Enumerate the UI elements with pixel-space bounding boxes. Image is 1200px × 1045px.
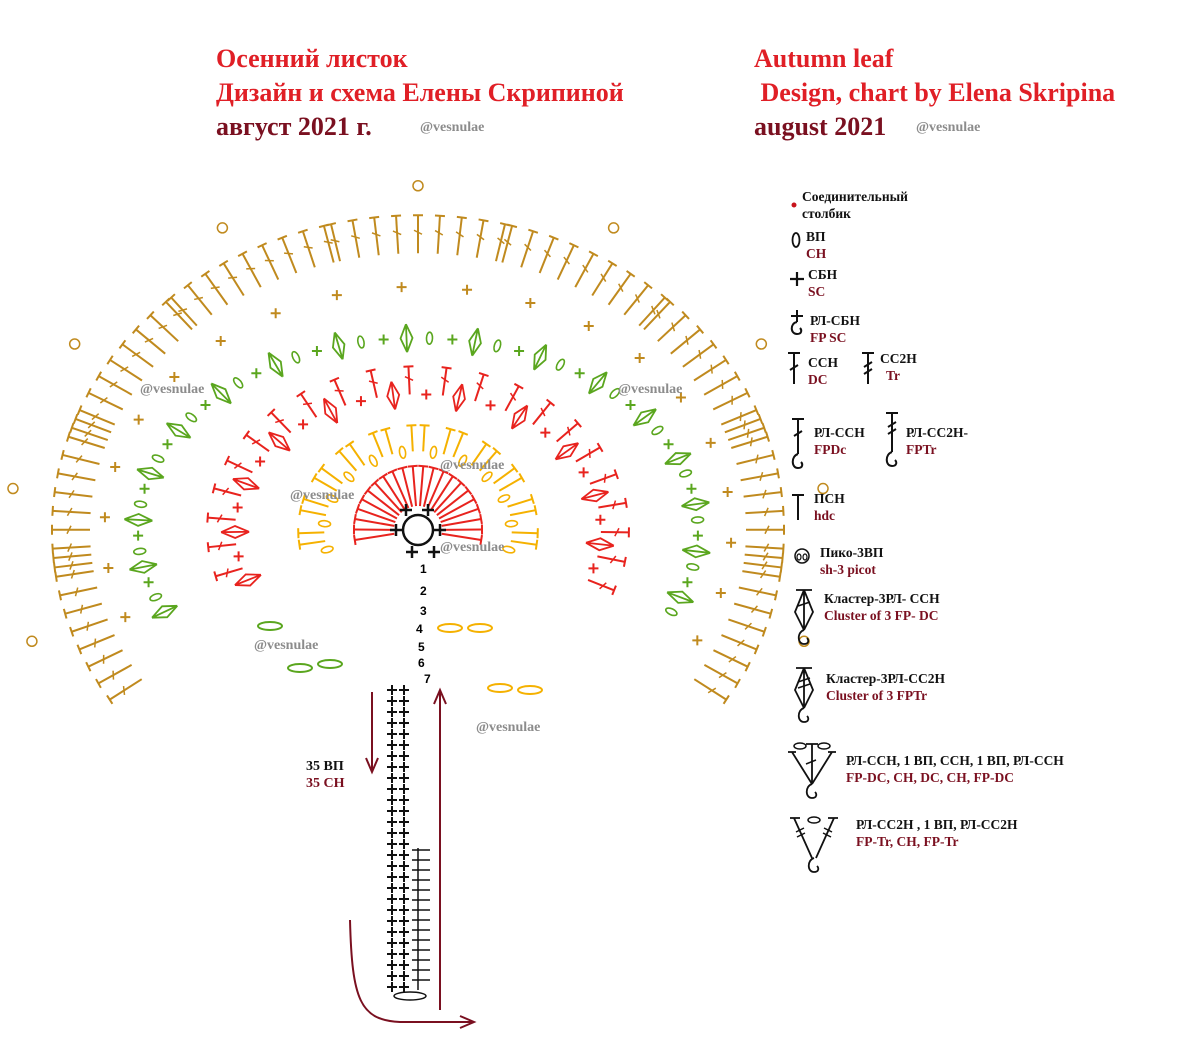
subtitle-en: Design, chart by Elena Skripina bbox=[754, 78, 1116, 107]
watermark: @vesnulae bbox=[618, 382, 683, 397]
row-number: 1 bbox=[420, 562, 427, 576]
title-ru: Осенний листок bbox=[216, 44, 408, 73]
shell-icon bbox=[786, 736, 842, 807]
row-ochre-group bbox=[7, 180, 829, 705]
cluster-dc-icon bbox=[790, 586, 818, 655]
cluster-tr-icon bbox=[790, 664, 818, 735]
magic-ring-icon bbox=[401, 513, 435, 547]
watermark: @vesnulae bbox=[140, 382, 205, 397]
row-number: 2 bbox=[420, 584, 427, 598]
legend-fp-tr: РЛ-СС2Н-FPTr bbox=[906, 425, 969, 457]
row-number: 6 bbox=[418, 656, 425, 670]
stem-stitches bbox=[387, 685, 430, 1001]
plus-icon bbox=[788, 270, 806, 293]
dc-icon bbox=[786, 350, 804, 391]
watermark: @vesnulae bbox=[440, 458, 505, 473]
stem-label: 35 ВП 35 CH bbox=[306, 759, 345, 791]
hook-plus-icon bbox=[788, 308, 808, 343]
hdc-icon bbox=[790, 492, 808, 527]
row-number: 7 bbox=[424, 672, 431, 686]
dot-icon bbox=[790, 196, 800, 214]
watermark: @vesnulae bbox=[476, 720, 541, 735]
fp-dc-icon bbox=[790, 416, 810, 477]
row-number: 4 bbox=[416, 622, 423, 636]
date-en: august 2021 bbox=[754, 112, 887, 141]
row-green-group bbox=[124, 323, 711, 619]
handle-en: @vesnulae bbox=[916, 120, 981, 135]
oval-icon bbox=[790, 230, 802, 255]
center-sc-stitches bbox=[390, 504, 446, 558]
row-number: 5 bbox=[418, 640, 425, 654]
legend-slip-stitch: Соединительный столбик bbox=[802, 189, 908, 221]
date-ru: август 2021 г. bbox=[216, 112, 372, 141]
subtitle-ru: Дизайн и схема Елены Скрипиной bbox=[216, 78, 624, 107]
row-number: 3 bbox=[420, 604, 427, 618]
tr-icon bbox=[860, 350, 878, 391]
fp-tr-icon bbox=[884, 410, 904, 475]
inner-rows-group bbox=[352, 464, 484, 546]
picot-icon bbox=[792, 546, 812, 571]
v-stitch-icon bbox=[788, 810, 840, 881]
direction-arrows bbox=[349, 687, 477, 1029]
handle-ru: @vesnulae bbox=[420, 120, 485, 135]
watermark: @vesnulae bbox=[254, 638, 319, 653]
title-en: Autumn leaf bbox=[754, 44, 894, 73]
row-yellow-group bbox=[257, 424, 543, 695]
row-red-group bbox=[206, 365, 630, 596]
watermark: @vesnulae bbox=[290, 488, 355, 503]
watermark: @vesnulae bbox=[440, 540, 505, 555]
